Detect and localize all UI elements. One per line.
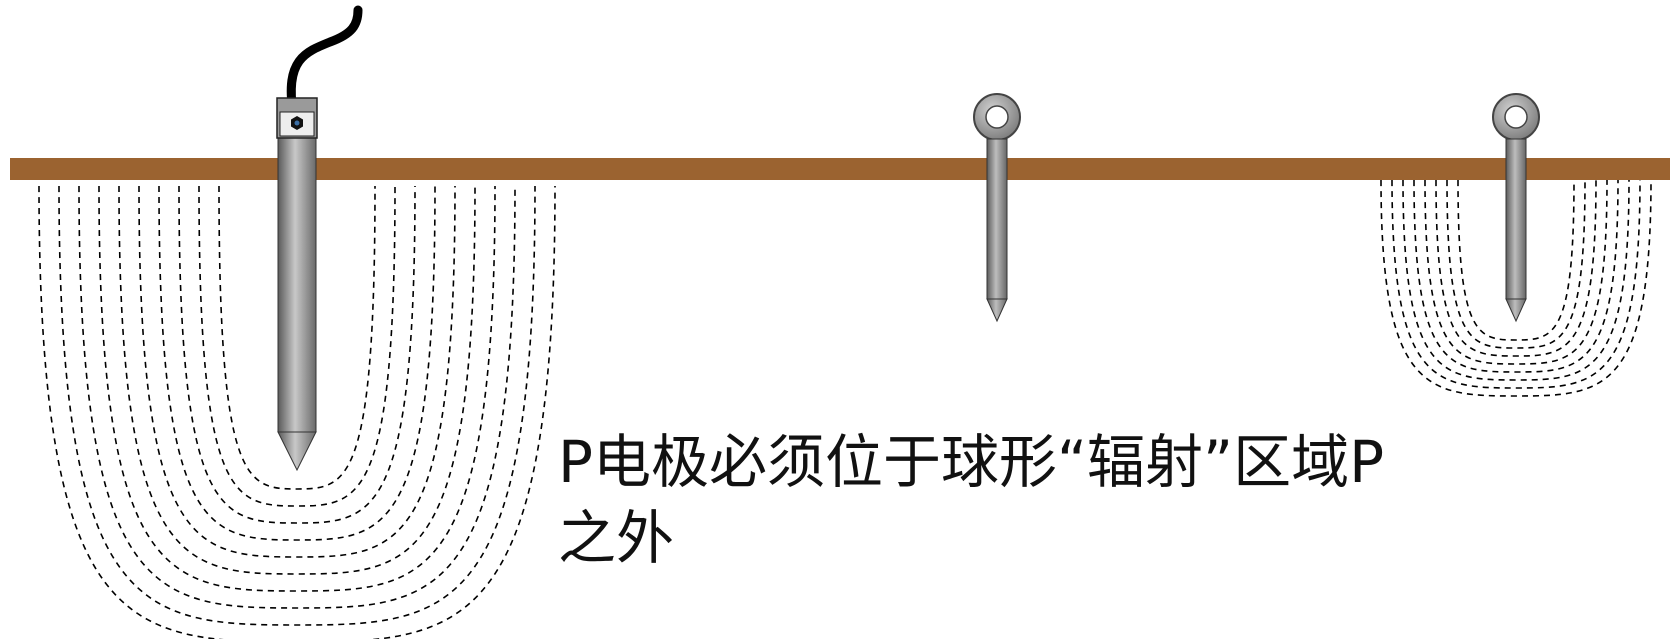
main-rod-tip (277, 431, 317, 472)
field-line (1413, 179, 1619, 373)
field-line (158, 185, 436, 541)
field-line (1457, 179, 1575, 341)
explanation-caption: P电极必须位于球形“辐射”区域P 之外 (558, 424, 1558, 576)
field-line (218, 185, 376, 490)
main-electrode-field-lines (38, 185, 556, 639)
current-probe-C (1492, 93, 1540, 323)
potential-probe-P (973, 93, 1021, 323)
bolt-center (294, 120, 300, 126)
field-line (38, 185, 556, 639)
cable (286, 5, 363, 117)
field-line (1424, 179, 1608, 365)
field-line (1446, 179, 1586, 349)
field-line (178, 185, 416, 524)
main-rod-body (277, 99, 317, 433)
probe-tip (986, 298, 1008, 323)
field-line (98, 185, 496, 592)
ground-surface (10, 158, 1670, 180)
field-line (58, 185, 536, 626)
field-line (1435, 179, 1597, 357)
probe-shaft (986, 138, 1008, 300)
main-earth-electrode (276, 5, 363, 472)
field-line (1380, 179, 1652, 397)
caption-line-1: P电极必须位于球形“辐射”区域P (558, 428, 1385, 496)
caption-line-2: 之外 (558, 504, 675, 572)
probe-tip (1505, 298, 1527, 323)
probe-shaft (1505, 138, 1527, 300)
current-probe-field-lines (1380, 179, 1652, 397)
field-line (1402, 179, 1630, 381)
field-line (78, 185, 516, 609)
field-line (1391, 179, 1641, 389)
field-line (138, 185, 456, 558)
